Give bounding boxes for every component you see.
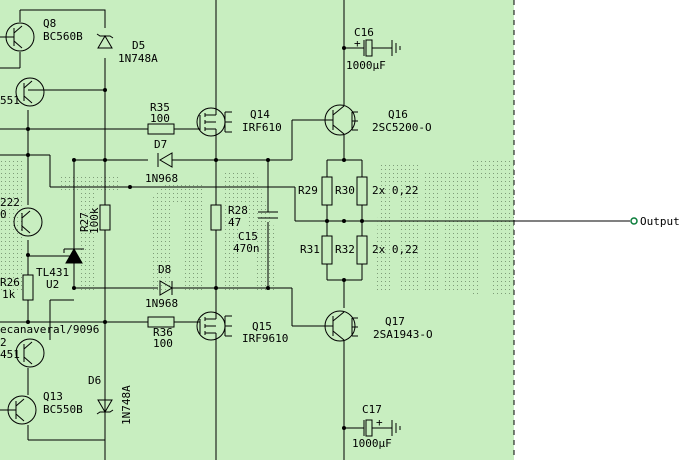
q16-value: 2SC5200-O xyxy=(372,121,432,134)
c15-ref: C15 xyxy=(238,230,258,243)
pair-top-value: 2x 0,22 xyxy=(372,184,418,197)
q-left-value: 0 xyxy=(0,208,7,221)
wires xyxy=(0,0,630,460)
q15-mosfet-symbol xyxy=(196,310,232,341)
c16-plus: + xyxy=(354,37,361,50)
d8-value: 1N968 xyxy=(145,297,178,310)
r27-ref: R27 xyxy=(78,212,91,232)
c17-plus: + xyxy=(376,416,383,429)
q13-ref: Q13 xyxy=(43,390,63,403)
q17-value: 2SA1943-O xyxy=(373,328,433,341)
credit-text: ecanaveral/9096 xyxy=(0,323,99,336)
c15-value: 470n xyxy=(233,242,260,255)
c17-ref: C17 xyxy=(362,403,382,416)
r36-value: 100 xyxy=(153,337,173,350)
q17-ref: Q17 xyxy=(385,315,405,328)
d5-value: 1N748A xyxy=(118,52,158,65)
r27-resistor xyxy=(99,204,111,231)
d7-ref: D7 xyxy=(154,138,167,151)
d6-zener-symbol xyxy=(96,399,114,415)
d7-diode-symbol xyxy=(157,152,173,168)
watermark-pattern xyxy=(0,160,515,295)
d8-ref: D8 xyxy=(158,263,171,276)
q17-transistor-symbol xyxy=(323,310,358,342)
r29-ref: R29 xyxy=(298,184,318,197)
q9-transistor-symbol xyxy=(15,77,45,107)
q-left-ref: 222 xyxy=(0,196,20,209)
q13-transistor-symbol xyxy=(0,395,37,425)
q12-value: 451 xyxy=(0,348,20,361)
q16-ref: Q16 xyxy=(388,108,408,121)
q14-ref: Q14 xyxy=(250,108,270,121)
r27-value: 100k xyxy=(88,207,101,234)
r28-resistor xyxy=(210,204,222,231)
d8-diode-symbol xyxy=(159,280,173,296)
r36-ref: R36 xyxy=(153,326,173,339)
d6-value: 1N748A xyxy=(120,385,133,425)
d6-ref: D6 xyxy=(88,374,101,387)
d7-value: 1N968 xyxy=(145,172,178,185)
r31-resistor xyxy=(321,235,333,265)
u2-ref: TL431 xyxy=(36,266,69,279)
q8-ref: Q8 xyxy=(43,17,56,30)
q14-mosfet-symbol xyxy=(196,107,232,140)
q14-value: IRF610 xyxy=(242,121,282,134)
r26-value: 1k xyxy=(2,288,16,301)
r28-ref: R28 xyxy=(228,204,248,217)
r30-ref: R30 xyxy=(335,184,355,197)
output-label: Output xyxy=(640,215,680,228)
pair-bottom-value: 2x 0,22 xyxy=(372,243,418,256)
d5-zener-symbol xyxy=(96,33,114,49)
c16-capacitor-symbol xyxy=(363,39,373,57)
q13-value: BC550B xyxy=(43,403,83,416)
r35-ref: R35 xyxy=(150,101,170,114)
r35-resistor xyxy=(147,123,175,135)
r32-ref: R32 xyxy=(335,243,355,256)
q8-value: BC560B xyxy=(43,30,83,43)
r30-resistor xyxy=(356,176,368,206)
r32-resistor xyxy=(356,235,368,265)
q12-transistor-symbol xyxy=(15,338,45,368)
c15-capacitor-symbol xyxy=(258,211,278,219)
r29-resistor xyxy=(321,176,333,206)
r36-resistor xyxy=(147,316,175,328)
output-terminal[interactable] xyxy=(630,217,638,225)
r26-resistor xyxy=(22,274,34,301)
c16-value: 1000µF xyxy=(346,59,386,72)
c17-capacitor-symbol xyxy=(363,419,373,437)
q9-value: 551 xyxy=(0,94,20,107)
r35-value: 100 xyxy=(150,112,170,125)
d5-ref: D5 xyxy=(132,39,145,52)
q12-ref: 2 xyxy=(0,336,7,349)
r31-ref: R31 xyxy=(300,243,320,256)
u2-tl431-symbol xyxy=(28,247,84,264)
q15-ref: Q15 xyxy=(252,320,272,333)
q-left-transistor-symbol xyxy=(13,207,43,237)
labels: Q8 BC560B D5 1N748A 551 R35 100 Q14 IRF6… xyxy=(0,17,680,450)
junction-dots xyxy=(26,46,364,430)
r26-ref: R26 xyxy=(0,276,20,289)
u2-value: U2 xyxy=(46,278,59,291)
c16-ref: C16 xyxy=(354,26,374,39)
q15-value: IRF9610 xyxy=(242,332,288,345)
q16-transistor-symbol xyxy=(323,104,358,136)
r28-value: 47 xyxy=(228,216,241,229)
outside-area xyxy=(514,0,682,460)
c17-value: 1000µF xyxy=(352,437,392,450)
q8-transistor-symbol xyxy=(0,22,35,52)
